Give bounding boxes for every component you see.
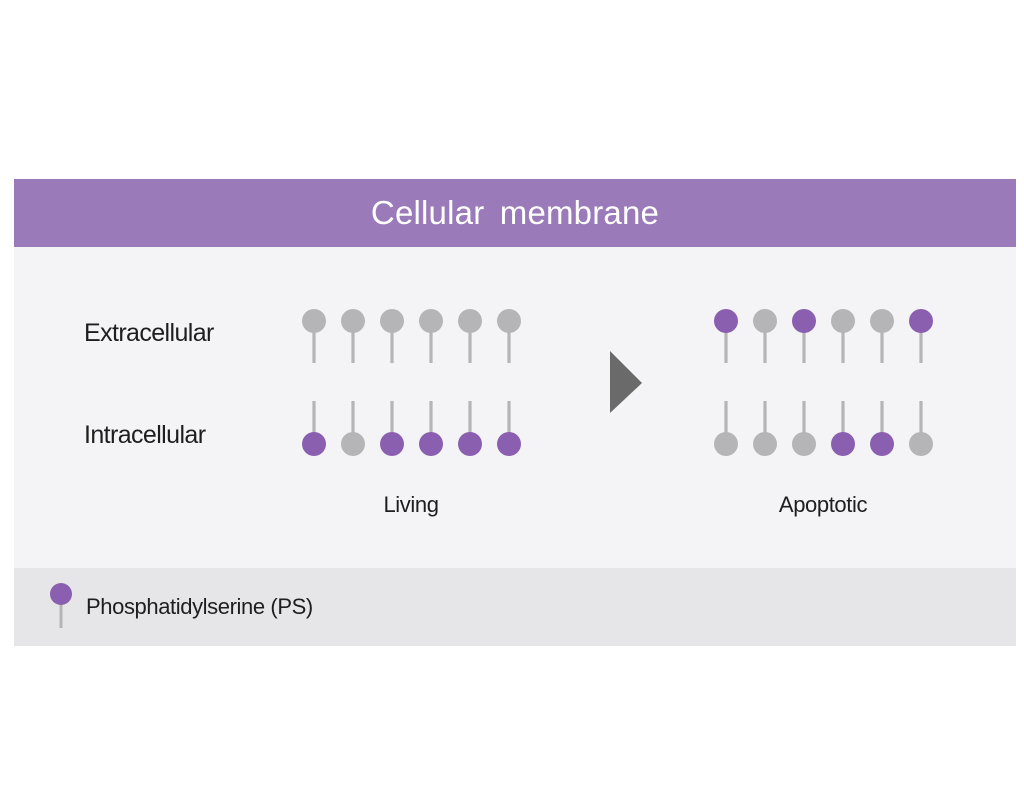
membrane-diagram xyxy=(302,309,933,456)
lipid-head xyxy=(419,309,443,333)
page-title: Cellular membrane xyxy=(370,194,660,231)
ps-lipid-head xyxy=(909,309,933,333)
ps-lipid-head xyxy=(870,432,894,456)
apoptotic-caption: Apoptotic xyxy=(778,492,868,517)
inner-leaflet-lipid xyxy=(714,401,738,456)
ps-lipid-head xyxy=(419,432,443,456)
outer-leaflet-lipid xyxy=(909,309,933,363)
outer-leaflet-lipid xyxy=(380,309,404,363)
inner-leaflet-lipid xyxy=(870,401,894,456)
lipid-head xyxy=(341,309,365,333)
lipid-head xyxy=(302,309,326,333)
ps-lipid-head xyxy=(380,432,404,456)
lipid-head xyxy=(753,432,777,456)
ps-lipid-head xyxy=(497,432,521,456)
inner-leaflet-lipid xyxy=(909,401,933,456)
inner-leaflet-lipid xyxy=(341,401,365,456)
legend-bar: Phosphatidylserine (PS) xyxy=(14,568,1016,646)
ps-lipid-head xyxy=(831,432,855,456)
ps-lipid-icon xyxy=(50,583,72,628)
inner-leaflet-lipid xyxy=(458,401,482,456)
extracellular-label: Extracellular xyxy=(84,319,214,347)
membrane-panel: Cellular membrane Extracellular Intracel… xyxy=(14,179,1016,646)
lipid-head xyxy=(458,309,482,333)
lipid-head xyxy=(341,432,365,456)
living-caption: Living xyxy=(383,492,439,517)
inner-leaflet-lipid xyxy=(302,401,326,456)
lipid-head xyxy=(792,432,816,456)
lipid-head xyxy=(380,309,404,333)
header-bar: Cellular membrane xyxy=(14,179,1016,247)
outer-leaflet-lipid xyxy=(302,309,326,363)
inner-leaflet-lipid xyxy=(380,401,404,456)
right-arrow-triangle-icon xyxy=(610,351,642,413)
inner-leaflet-lipid xyxy=(419,401,443,456)
outer-leaflet-lipid xyxy=(458,309,482,363)
inner-leaflet-lipid xyxy=(792,401,816,456)
apoptotic-membrane xyxy=(714,309,933,456)
outer-leaflet-lipid xyxy=(792,309,816,363)
lipid-head xyxy=(909,432,933,456)
outer-leaflet-lipid xyxy=(419,309,443,363)
outer-leaflet-lipid xyxy=(870,309,894,363)
lipid-head xyxy=(870,309,894,333)
outer-leaflet-lipid xyxy=(831,309,855,363)
lipid-head xyxy=(753,309,777,333)
living-membrane xyxy=(302,309,521,456)
legend-label: Phosphatidylserine (PS) xyxy=(86,594,313,619)
ps-lipid-head xyxy=(792,309,816,333)
intracellular-label: Intracellular xyxy=(84,421,206,449)
inner-leaflet-lipid xyxy=(753,401,777,456)
outer-leaflet-lipid xyxy=(497,309,521,363)
outer-leaflet-lipid xyxy=(753,309,777,363)
ps-lipid-head xyxy=(458,432,482,456)
ps-lipid-head xyxy=(302,432,326,456)
ps-lipid-head xyxy=(714,309,738,333)
lipid-head xyxy=(497,309,521,333)
inner-leaflet-lipid xyxy=(497,401,521,456)
inner-leaflet-lipid xyxy=(831,401,855,456)
outer-leaflet-lipid xyxy=(341,309,365,363)
lipid-head xyxy=(714,432,738,456)
outer-leaflet-lipid xyxy=(714,309,738,363)
lipid-head xyxy=(831,309,855,333)
